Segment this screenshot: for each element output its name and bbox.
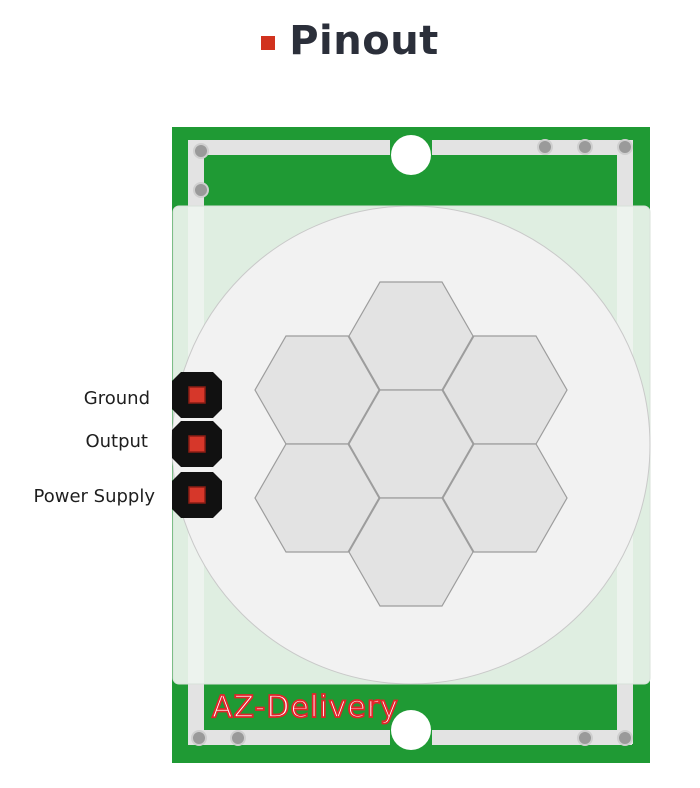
fresnel-lens-segments <box>254 281 568 607</box>
pin-ground <box>188 386 206 404</box>
lens-segment-lower-left <box>254 443 380 553</box>
pin-label-ground: Ground <box>83 388 150 409</box>
title-marker <box>261 36 276 50</box>
pinout-title: Pinout <box>0 18 700 64</box>
pin-label-output: Output <box>85 431 148 452</box>
pin-label-power-supply: Power Supply <box>33 486 155 507</box>
lens-segment-bottom <box>348 497 474 607</box>
mounting-hole-bottom <box>391 710 431 750</box>
pin-header <box>172 372 222 518</box>
lens-segment-lower-right <box>442 443 568 553</box>
pin-power-supply <box>188 486 206 504</box>
brand-logo: AZ-Delivery <box>212 690 399 725</box>
pcb-vias <box>191 139 633 746</box>
title-text: Pinout <box>289 18 439 64</box>
pin-output <box>188 435 206 453</box>
mounting-hole-top <box>391 135 431 175</box>
